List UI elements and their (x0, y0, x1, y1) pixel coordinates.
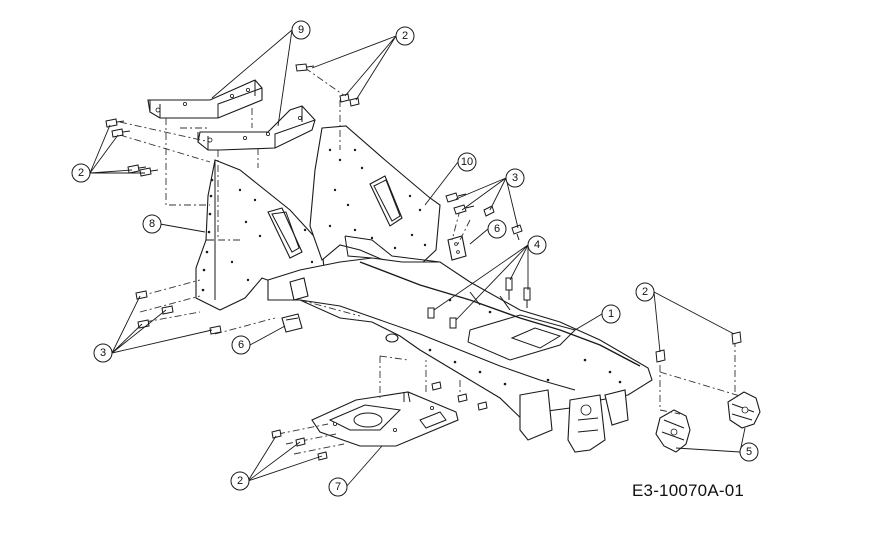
callout-5: 5 (739, 442, 759, 462)
bolts (105, 63, 742, 461)
screw-mid-3 (477, 401, 488, 411)
svg-text:1: 1 (608, 308, 614, 320)
assembly-lines (119, 67, 741, 455)
screw-upper-left-4 (139, 167, 159, 177)
screw-bottom-2 (295, 437, 306, 447)
screw-bottom-3 (317, 451, 328, 461)
svg-text:6: 6 (494, 223, 500, 235)
bracket-part-9-lower (197, 105, 316, 151)
svg-text:2: 2 (402, 30, 408, 42)
callout-2-bottom: 2 (230, 471, 250, 491)
svg-text:10: 10 (461, 156, 473, 168)
callout-2-top: 2 (395, 26, 415, 46)
bolt-part-4-4 (449, 317, 457, 329)
svg-text:9: 9 (298, 24, 304, 36)
callout-3-left: 3 (93, 343, 113, 363)
side-plate-part-10 (309, 125, 441, 266)
callout-10: 10 (457, 152, 477, 172)
bracket-part-5-left (655, 409, 691, 453)
screw-left-2 (161, 305, 174, 315)
callout-9: 9 (291, 20, 311, 40)
screw-mid-1 (431, 381, 442, 391)
main-frame-part-1 (267, 235, 653, 453)
pad-part-6-left (281, 313, 303, 333)
pad-part-6-frame (289, 277, 309, 301)
bolt-part-4-3 (427, 307, 435, 319)
screw-top-center-1 (295, 63, 315, 72)
svg-text:6: 6 (238, 339, 244, 351)
screw-upper-left-2 (111, 128, 131, 138)
screw-right-bracket-1 (655, 349, 666, 363)
svg-text:2: 2 (237, 475, 243, 487)
callout-2-right: 2 (635, 282, 655, 302)
pad-part-6-right (447, 235, 467, 261)
callout-7: 7 (328, 477, 348, 497)
screw-right-3 (483, 205, 495, 217)
svg-text:2: 2 (642, 286, 648, 298)
bottom-plate-part-7 (311, 391, 459, 447)
screw-left-1 (135, 290, 148, 300)
callout-4: 4 (527, 235, 547, 255)
callout-2-upper-left: 2 (71, 163, 91, 183)
leader-lines (89, 29, 746, 488)
callout-8: 8 (142, 214, 162, 234)
screw-mid-2 (457, 393, 468, 403)
drawing-code: E3-10070A-01 (632, 481, 745, 500)
bolt-part-4-2 (523, 287, 531, 308)
screw-upper-left-1 (105, 118, 125, 128)
callout-6-right: 6 (487, 219, 507, 239)
screw-upper-left-3 (127, 164, 147, 174)
screw-right-2 (453, 204, 475, 215)
screw-bottom-1 (271, 429, 282, 439)
bracket-part-5-right (727, 391, 761, 429)
callout-1: 1 (601, 304, 621, 324)
svg-text:4: 4 (534, 239, 540, 251)
svg-text:3: 3 (512, 172, 518, 184)
svg-text:2: 2 (78, 167, 84, 179)
svg-text:7: 7 (335, 481, 341, 493)
svg-text:8: 8 (149, 218, 155, 230)
svg-text:3: 3 (100, 347, 106, 359)
screw-top-center-3 (349, 97, 360, 107)
bracket-part-9-upper (147, 79, 263, 119)
callout-3-right: 3 (505, 168, 525, 188)
svg-text:5: 5 (746, 446, 752, 458)
screw-left-4 (209, 325, 222, 335)
callout-6-left: 6 (231, 335, 251, 355)
screw-right-1 (445, 192, 467, 203)
screw-right-bracket-2 (731, 331, 742, 345)
screw-top-center-2 (339, 93, 350, 103)
bolt-part-4-1 (505, 277, 513, 300)
screw-right-4 (511, 224, 523, 241)
